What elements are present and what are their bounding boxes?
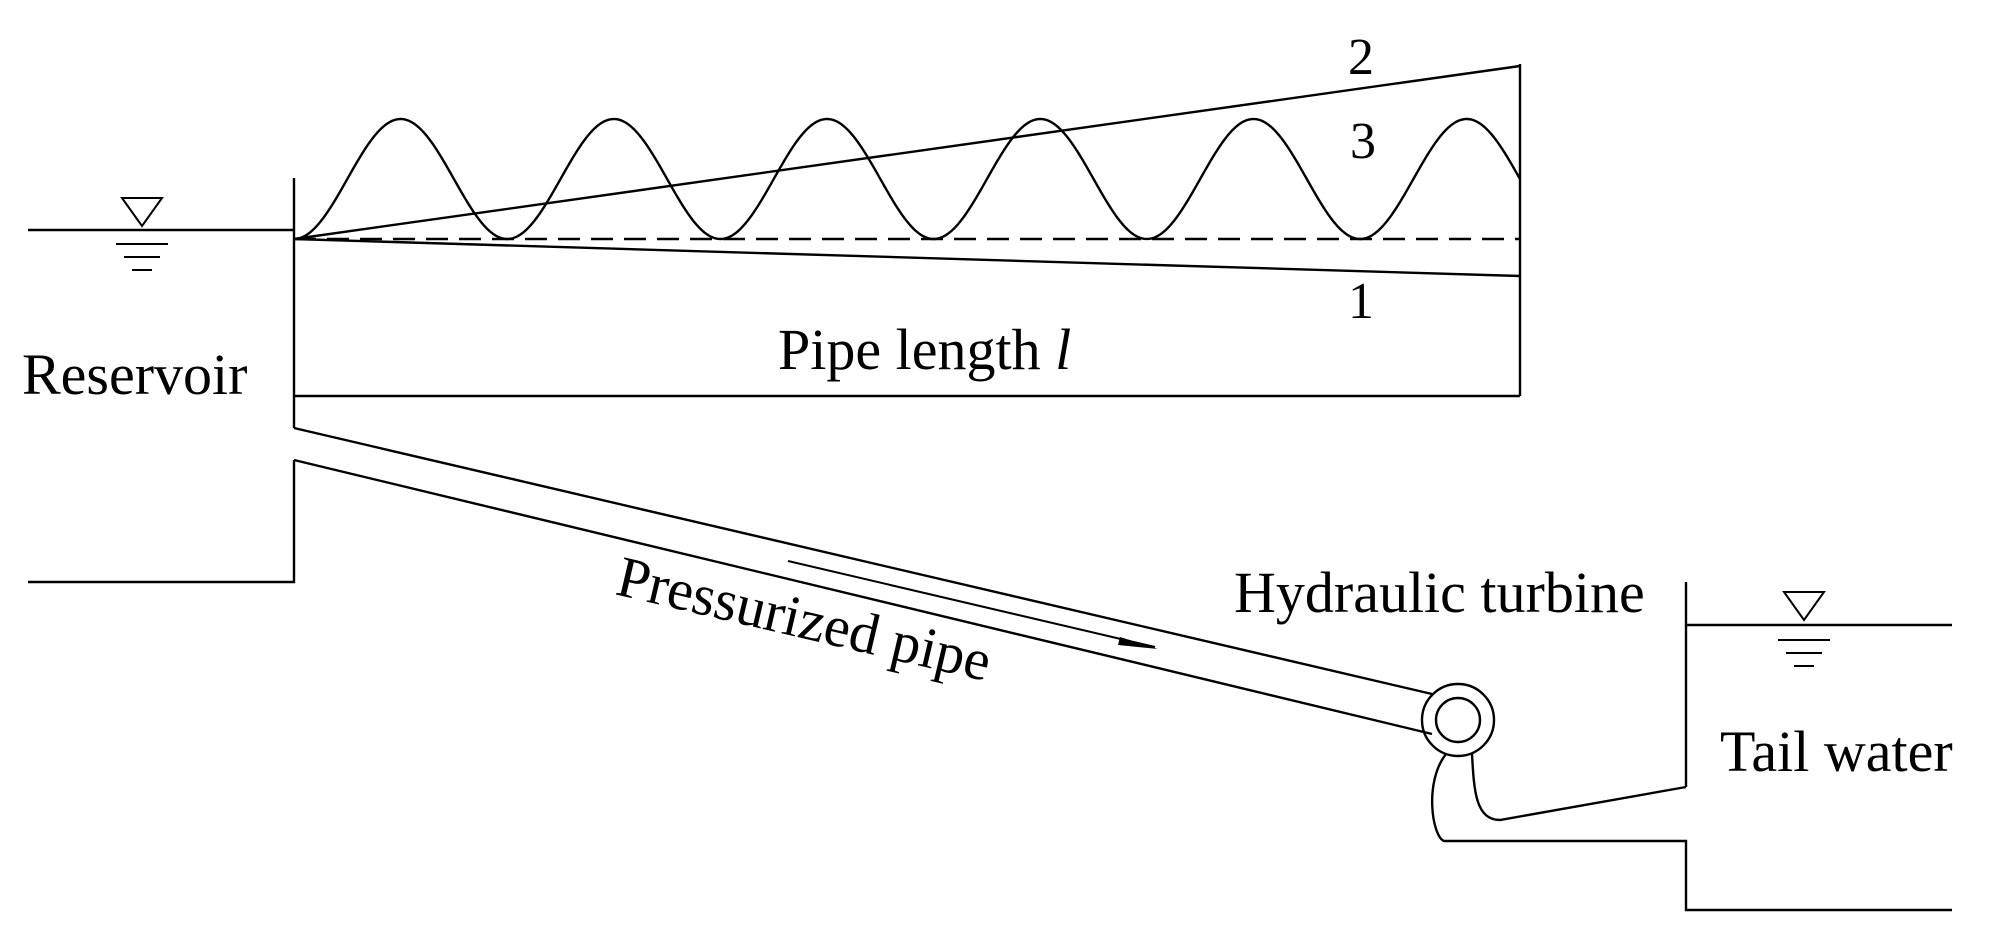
tail-water-label: Tail water — [1720, 719, 1953, 784]
pressure-line-2 — [293, 64, 1521, 241]
pressure-wave-line-3 — [293, 117, 1522, 241]
flow-arrow-icon — [787, 560, 1158, 649]
turbine-inner-ring — [1434, 696, 1482, 744]
reservoir-label: Reservoir — [22, 342, 248, 407]
line-1-label: 1 — [1348, 273, 1374, 330]
pressurized-pipe-label: Pressurized pipe — [611, 543, 997, 693]
turbine-outer-ring — [1420, 682, 1496, 758]
line-2-label: 2 — [1348, 29, 1374, 86]
pressure-profile: 2 3 1 Pipe length l — [293, 29, 1522, 398]
reservoir-water-level-icon — [116, 197, 168, 271]
pressure-line-1 — [293, 237, 1521, 278]
hydraulic-turbine-label: Hydraulic turbine — [1234, 560, 1645, 625]
pipe-length-label: Pipe length l — [778, 317, 1071, 382]
line-3-label: 3 — [1350, 113, 1376, 170]
hydraulic-turbine: Hydraulic turbine — [1234, 560, 1952, 912]
pipe-length-text: Pipe length — [778, 317, 1055, 382]
pipe-lower-wall — [293, 458, 1433, 736]
pipe-upper-wall — [293, 426, 1433, 696]
tail-water-level-icon — [1778, 591, 1830, 667]
draft-tube-lower-wall — [1430, 753, 1952, 912]
reservoir: Reservoir — [22, 178, 296, 584]
draft-tube-upper-wall — [1470, 753, 1687, 822]
pipe-length-symbol: l — [1055, 317, 1071, 382]
tail-water: Tail water — [1684, 582, 1953, 787]
reservoir-dam-lower-wall — [28, 460, 296, 584]
